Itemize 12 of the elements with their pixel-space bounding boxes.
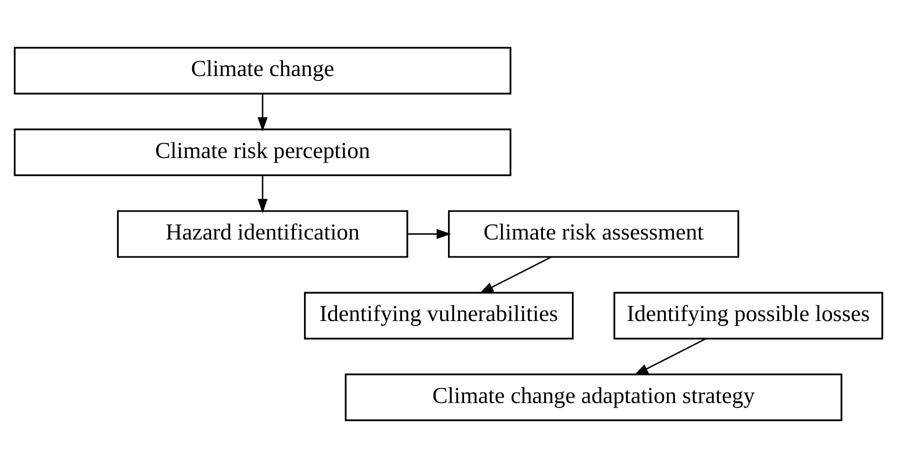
- node-box: Hazard identification: [117, 210, 408, 258]
- node-box: Climate risk assessment: [448, 210, 740, 258]
- arrow: [479, 256, 552, 294]
- arrow: [634, 338, 706, 375]
- node-box: Climate risk perception: [14, 128, 512, 176]
- arrow: [407, 228, 452, 239]
- node-box: Identifying possible losses: [614, 291, 884, 339]
- node-box: Climate change adaptation strategy: [344, 373, 842, 421]
- arrow: [258, 93, 268, 132]
- node-box: Identifying vulnerabilities: [304, 291, 574, 339]
- arrow: [258, 174, 268, 213]
- node-box: Climate change: [14, 46, 512, 94]
